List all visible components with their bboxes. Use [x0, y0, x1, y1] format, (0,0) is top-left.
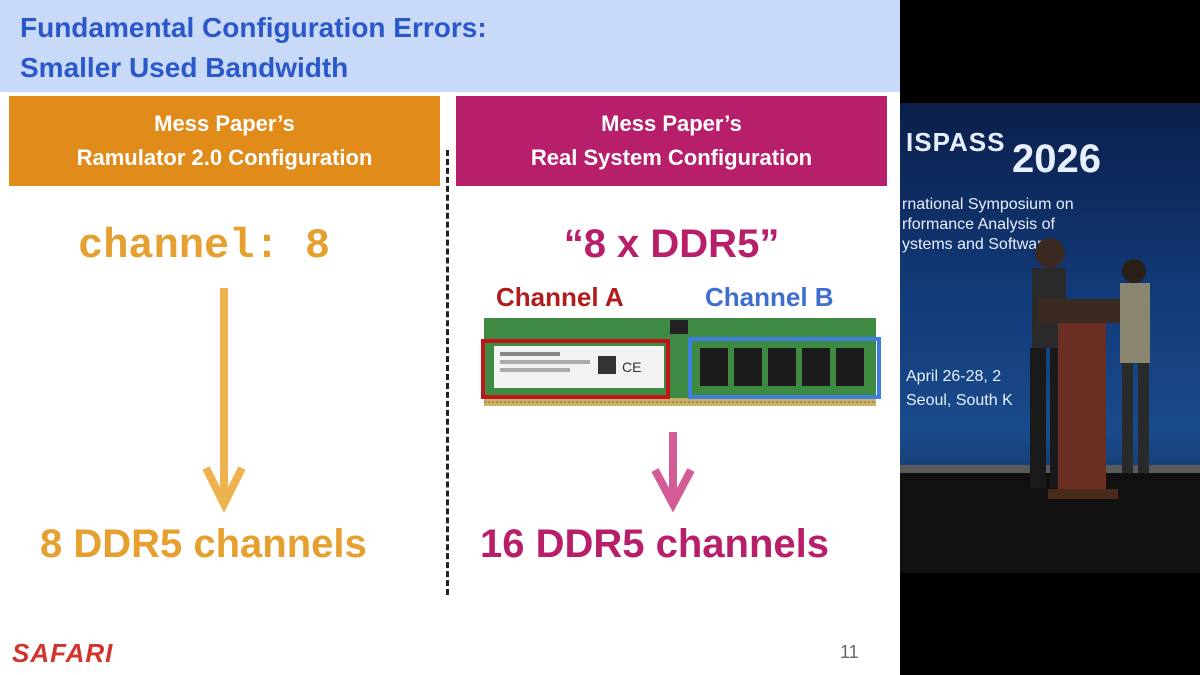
- channel-a-box: [481, 339, 670, 399]
- title-bar: Fundamental Configuration Errors: Smalle…: [0, 0, 900, 92]
- dashed-divider: [446, 150, 449, 595]
- banner-name: ISPASS: [906, 127, 1006, 157]
- ddr5-dimm-module: CE: [481, 318, 881, 406]
- banner-symposium: rnational Symposium on rformance Analysi…: [902, 195, 1074, 255]
- banner-year: 2026: [1012, 137, 1101, 181]
- right-result: 16 DDR5 channels: [480, 522, 830, 566]
- channel-b-box: [688, 337, 881, 399]
- left-result: 8 DDR5 channels: [40, 522, 367, 566]
- channel-a-label: Channel A: [496, 282, 624, 312]
- right-down-arrow-icon: [651, 432, 695, 513]
- ddr5-quote: “8 x DDR5”: [563, 222, 780, 266]
- right-header: Mess Paper’s Real System Configuration: [456, 96, 887, 186]
- banner-date2: Seoul, South K: [906, 392, 1013, 409]
- podium: [1038, 299, 1134, 499]
- left-down-arrow-icon: [202, 288, 246, 513]
- slide-title-line2: Smaller Used Bandwidth: [20, 52, 349, 83]
- banner-line1: rnational Symposium on: [902, 196, 1074, 213]
- left-header-line1: Mess Paper’s: [154, 111, 295, 136]
- slide: Fundamental Configuration Errors: Smalle…: [0, 0, 900, 675]
- left-header: Mess Paper’s Ramulator 2.0 Configuration: [9, 96, 440, 186]
- speaker-camera-feed: ISPASS 2026 rnational Symposium on rform…: [900, 103, 1200, 573]
- slide-title-line1: Fundamental Configuration Errors:: [20, 12, 487, 43]
- channel-b-label: Channel B: [705, 282, 834, 312]
- page-number: 11: [840, 642, 859, 662]
- svg-text:CE: CE: [622, 359, 641, 375]
- left-header-line2: Ramulator 2.0 Configuration: [76, 145, 373, 170]
- banner-line2: rformance Analysis of: [902, 216, 1055, 233]
- right-header-line1: Mess Paper’s: [601, 111, 742, 136]
- banner-date1: April 26-28, 2: [906, 368, 1002, 385]
- slide-graphics: CE: [202, 288, 881, 513]
- banner-date-location: April 26-28, 2 Seoul, South K: [906, 365, 1013, 413]
- right-header-line2: Real System Configuration: [530, 145, 813, 170]
- channel-config-code: channel: 8: [78, 222, 331, 270]
- second-presenter-figure: [1120, 259, 1150, 473]
- presenters-figure: [1030, 238, 1150, 499]
- banner-line3: ystems and Software: [902, 236, 1052, 253]
- safari-logo: SAFARI: [12, 638, 114, 668]
